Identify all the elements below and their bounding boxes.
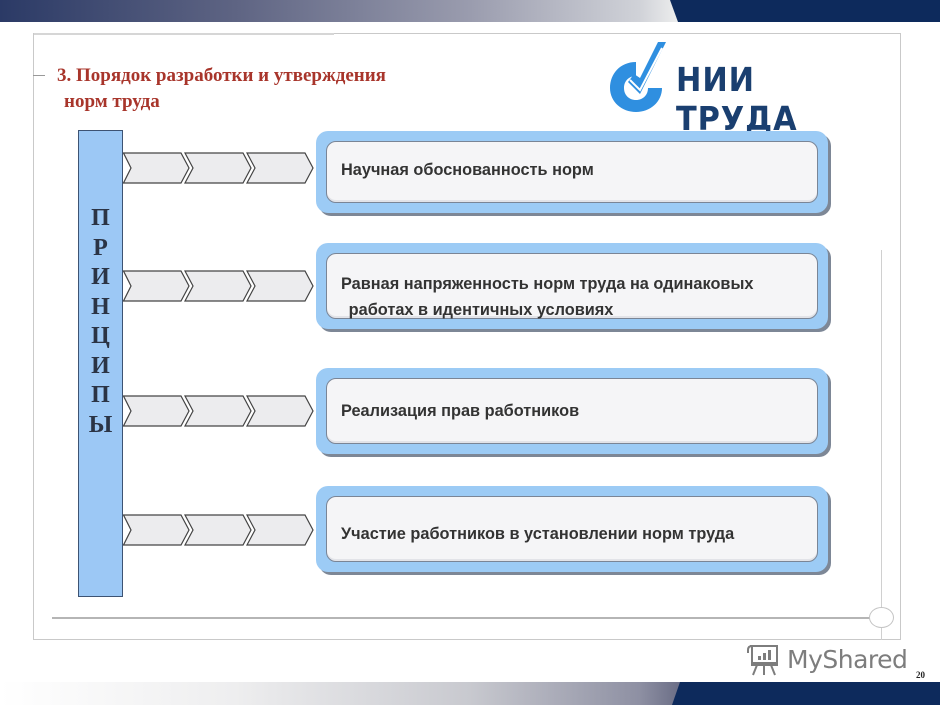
chevron-arrows-icon [123, 152, 314, 184]
principles-letter: И [91, 264, 110, 290]
principle-text: Научная обоснованность норм [341, 157, 594, 183]
slide-title-line2: норм труда [64, 91, 160, 112]
principle-card-inner: Научная обоснованность норм [326, 141, 818, 203]
principle-text-line1: Реализация прав работников [341, 401, 580, 420]
principle-row-2: Равная напряженность норм труда на одина… [123, 243, 833, 333]
principle-text-line2: работах в идентичных условиях [348, 300, 614, 319]
nii-truda-logo: НИИ ТРУДА [606, 40, 876, 138]
principles-letter: И [91, 352, 110, 379]
principles-letter: Ц [91, 323, 110, 349]
principles-letters: П Р И Н Ц И П Ы [79, 204, 122, 440]
principle-text: Равная напряженность норм труда на одина… [341, 271, 753, 323]
presentation-board-icon [747, 645, 778, 676]
slide-frame [33, 33, 901, 640]
principles-letter: П [91, 382, 110, 408]
principle-row-4: Участие работников в установлении норм т… [123, 486, 833, 576]
nii-truda-emblem-icon [610, 42, 666, 112]
principle-text: Реализация прав работников [341, 398, 579, 424]
principle-card-inner: Равная напряженность норм труда на одина… [326, 253, 818, 319]
myshared-watermark: MyShared [747, 640, 908, 678]
title-tick-line [33, 75, 45, 76]
watermark-text: MyShared [787, 644, 908, 674]
chevron-arrows-icon [123, 270, 314, 302]
decorative-bottom-line [52, 617, 882, 619]
top-dark-band [670, 0, 940, 22]
principle-card: Научная обоснованность норм [316, 131, 828, 213]
principles-letter: П [91, 205, 110, 231]
decorative-vertical-line [881, 250, 882, 640]
principle-text-line1: Научная обоснованность норм [341, 160, 594, 179]
chevron-arrows-icon [123, 395, 314, 427]
principle-text-line1: Участие работников в установлении норм т… [341, 524, 735, 543]
principles-letter: Р [93, 234, 108, 261]
principles-letter: Н [91, 293, 110, 320]
slide-title: 3. Порядок разработки и утверждения норм… [57, 63, 386, 115]
principle-card: Реализация прав работников [316, 368, 828, 454]
chevron-arrows-icon [123, 514, 314, 546]
frame-shade [34, 33, 334, 35]
principle-card: Участие работников в установлении норм т… [316, 486, 828, 572]
principles-letter: Ы [88, 411, 113, 438]
principles-vertical-label: П Р И Н Ц И П Ы [78, 130, 123, 597]
principle-row-1: Научная обоснованность норм [123, 131, 833, 217]
principle-card-inner: Реализация прав работников [326, 378, 818, 444]
principle-row-3: Реализация прав работников [123, 368, 833, 458]
principle-card-inner: Участие работников в установлении норм т… [326, 496, 818, 562]
logo-text: НИИ ТРУДА [676, 60, 798, 138]
principle-card: Равная напряженность норм труда на одина… [316, 243, 828, 329]
decorative-circle [869, 607, 894, 628]
slide-title-line1: 3. Порядок разработки и утверждения [57, 65, 386, 86]
page-number: 20 [916, 670, 925, 680]
bottom-dark-band [672, 682, 940, 705]
principle-text-line1: Равная напряженность норм труда на одина… [341, 274, 754, 293]
principle-text: Участие работников в установлении норм т… [341, 521, 734, 547]
